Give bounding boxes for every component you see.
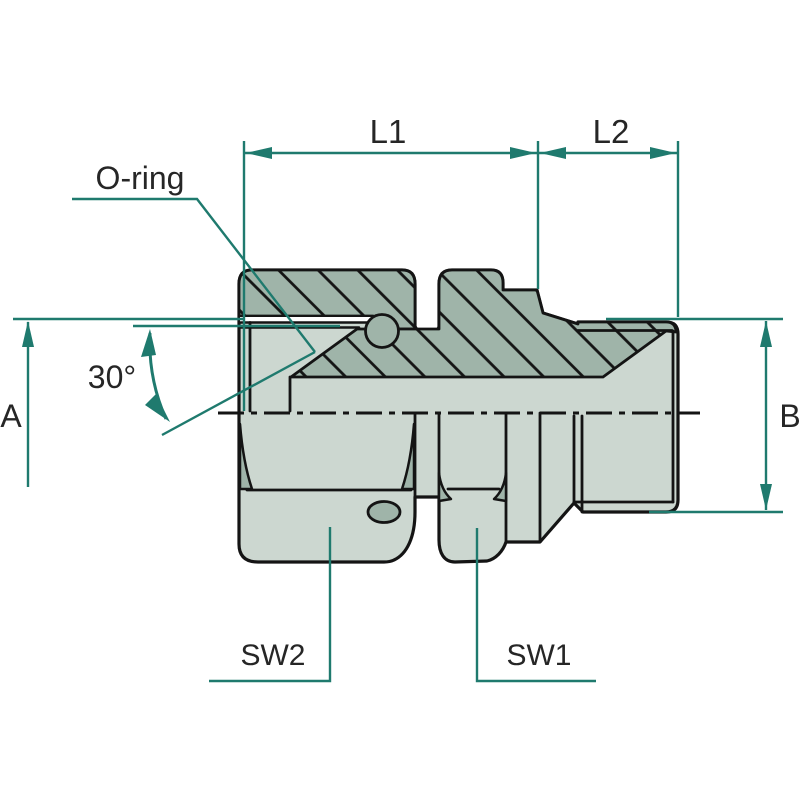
dimension-l1: L1 [242, 113, 540, 411]
label-l2: L2 [593, 113, 630, 150]
oring-circle [364, 313, 400, 349]
angle-annotation: 30° [88, 324, 340, 437]
label-angle: 30° [88, 359, 136, 395]
dimension-a: A [0, 317, 243, 487]
oring-leader: O-ring [72, 160, 316, 353]
seal-slot [240, 317, 382, 322]
label-b: B [779, 398, 800, 434]
label-oring: O-ring [96, 160, 185, 196]
dimension-b: B [606, 317, 800, 514]
hex-fillets [238, 422, 508, 503]
sw1-leader: SW1 [475, 528, 596, 683]
label-l1: L1 [370, 113, 407, 150]
label-sw1: SW1 [506, 639, 571, 672]
marking-oval [366, 500, 402, 524]
sw2-leader: SW2 [209, 527, 332, 683]
label-sw2: SW2 [240, 639, 305, 672]
label-a: A [0, 398, 22, 434]
dimension-l2: L2 [538, 113, 680, 317]
